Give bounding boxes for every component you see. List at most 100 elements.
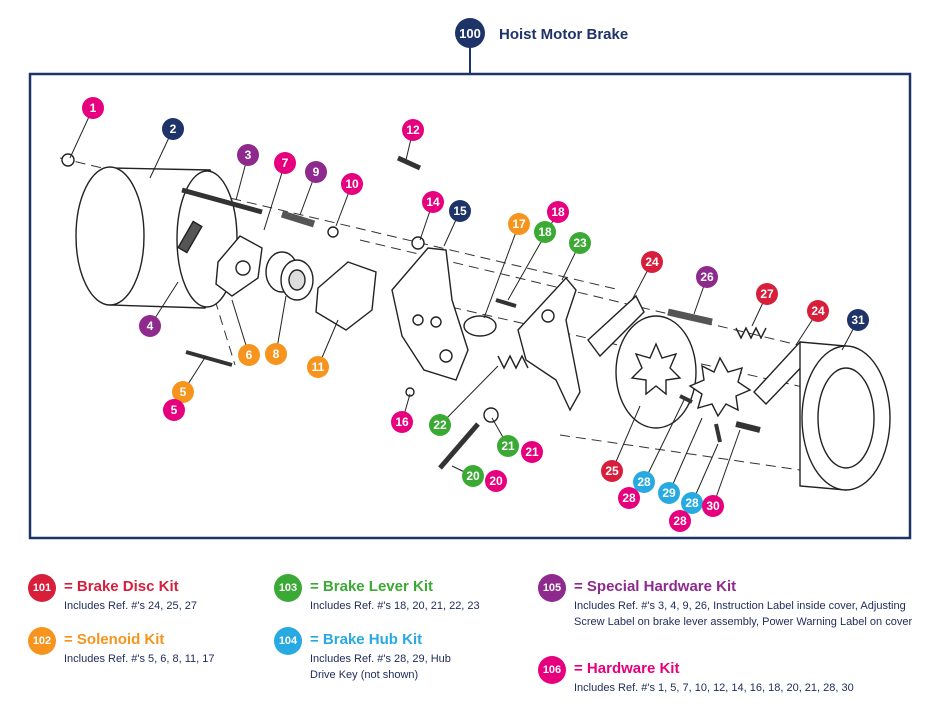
callout-badge bbox=[341, 173, 363, 195]
legend-badge: 105 bbox=[538, 574, 566, 602]
callout-badge bbox=[274, 152, 296, 174]
callout-number: 29 bbox=[662, 486, 676, 500]
callout-number: 28 bbox=[637, 475, 651, 489]
bolt-part-20 bbox=[438, 422, 480, 470]
callout-number: 15 bbox=[453, 204, 467, 218]
callout-badge bbox=[508, 213, 530, 235]
disc-bracket-part-left bbox=[587, 294, 645, 358]
callout-20: 20 bbox=[485, 470, 507, 492]
callout-badge bbox=[696, 266, 718, 288]
callout-badge bbox=[172, 381, 194, 403]
spring-part-22 bbox=[497, 354, 529, 370]
callout-number: 11 bbox=[312, 360, 325, 374]
brake-hub-part bbox=[688, 356, 752, 418]
pin-part-26 bbox=[667, 308, 713, 326]
callout-badge bbox=[497, 435, 519, 457]
callout-11: 11 bbox=[307, 356, 329, 378]
callout-18: 18 bbox=[547, 201, 569, 223]
callout-number: 25 bbox=[605, 464, 619, 478]
callout-badge bbox=[307, 356, 329, 378]
callout-badge bbox=[163, 399, 185, 421]
legend-title: = Brake Hub Kit bbox=[310, 631, 423, 648]
legend-description: Includes Ref. #'s 1, 5, 7, 10, 12, 14, 1… bbox=[574, 682, 854, 694]
pin-part-9 bbox=[280, 210, 316, 228]
callout-badge bbox=[601, 460, 623, 482]
nut-part-1 bbox=[61, 153, 75, 167]
leader-line-30 bbox=[712, 429, 741, 507]
callout-number: 24 bbox=[645, 255, 659, 269]
legend-description: Includes Ref. #'s 5, 6, 8, 11, 17 bbox=[64, 653, 215, 665]
callout-number: 5 bbox=[171, 403, 178, 417]
callout-badge bbox=[618, 487, 640, 509]
legend-title: = Hardware Kit bbox=[574, 660, 680, 677]
callout-badge bbox=[669, 510, 691, 532]
callout-number: 17 bbox=[512, 217, 526, 231]
legend-title: = Solenoid Kit bbox=[64, 631, 165, 648]
legend-badge: 106 bbox=[538, 656, 566, 684]
screw-part-16 bbox=[405, 387, 415, 397]
callout-6: 6 bbox=[238, 344, 260, 366]
callout-number: 7 bbox=[282, 156, 289, 170]
callout-number: 26 bbox=[700, 270, 714, 284]
mounting-plate-part bbox=[391, 247, 469, 381]
callout-badge bbox=[547, 201, 569, 223]
nut-part-14 bbox=[411, 236, 425, 250]
legend-description: Includes Ref. #'s 3, 4, 9, 26, Instructi… bbox=[574, 600, 913, 628]
callout-5: 5 bbox=[172, 381, 194, 403]
title-number: 100 bbox=[459, 26, 481, 41]
callout-number: 28 bbox=[685, 496, 699, 510]
callout-number: 30 bbox=[706, 499, 720, 513]
callout-number: 16 bbox=[395, 415, 409, 429]
washer-part bbox=[483, 407, 499, 423]
callout-31: 31 bbox=[847, 309, 869, 331]
plunger-part bbox=[463, 315, 497, 337]
diagram-title: Hoist Motor Brake bbox=[499, 26, 628, 43]
legend-title: = Special Hardware Kit bbox=[574, 578, 737, 595]
screw-part-30 bbox=[735, 421, 761, 433]
callout-badge bbox=[305, 161, 327, 183]
callout-20: 20 bbox=[462, 465, 484, 487]
callout-23: 23 bbox=[569, 232, 591, 254]
callout-badge bbox=[485, 470, 507, 492]
callout-1: 1 bbox=[82, 97, 104, 119]
callout-28: 28 bbox=[618, 487, 640, 509]
callout-badge bbox=[847, 309, 869, 331]
callout-8: 8 bbox=[265, 343, 287, 365]
brake-lever-part bbox=[517, 276, 581, 412]
callout-number: 1 bbox=[90, 101, 97, 115]
callout-badge bbox=[391, 411, 413, 433]
callout-badge bbox=[658, 482, 680, 504]
callout-badge bbox=[534, 221, 556, 243]
callout-14: 14 bbox=[422, 191, 444, 213]
long-screw-part bbox=[181, 187, 263, 215]
callout-number: 23 bbox=[573, 236, 587, 250]
callout-number: 8 bbox=[273, 347, 280, 361]
callout-number: 14 bbox=[426, 195, 440, 209]
callout-badge bbox=[702, 495, 724, 517]
callout-number: 4 bbox=[147, 319, 154, 333]
callout-badge bbox=[633, 471, 655, 493]
callout-badge bbox=[756, 283, 778, 305]
callout-number: 21 bbox=[525, 445, 539, 459]
leader-line-25 bbox=[611, 405, 641, 472]
end-flange-part bbox=[799, 341, 891, 491]
callout-number: 18 bbox=[551, 205, 565, 219]
callout-badge bbox=[82, 97, 104, 119]
callout-number: 24 bbox=[811, 304, 825, 318]
callout-28: 28 bbox=[633, 471, 655, 493]
legend-badge: 104 bbox=[274, 627, 302, 655]
callout-number: 5 bbox=[180, 385, 187, 399]
legend-title: = Brake Disc Kit bbox=[64, 578, 179, 595]
callout-number: 21 bbox=[501, 439, 515, 453]
legend-description: Includes Ref. #'s 28, 29, Hub Drive Key … bbox=[310, 653, 451, 681]
callout-number: 6 bbox=[246, 348, 253, 362]
callout-30: 30 bbox=[702, 495, 724, 517]
legend-title: = Brake Lever Kit bbox=[310, 578, 433, 595]
callout-25: 25 bbox=[601, 460, 623, 482]
callout-27: 27 bbox=[756, 283, 778, 305]
callout-number: 31 bbox=[851, 313, 865, 327]
callout-badge bbox=[237, 144, 259, 166]
setscrew-part-28 bbox=[679, 394, 693, 404]
